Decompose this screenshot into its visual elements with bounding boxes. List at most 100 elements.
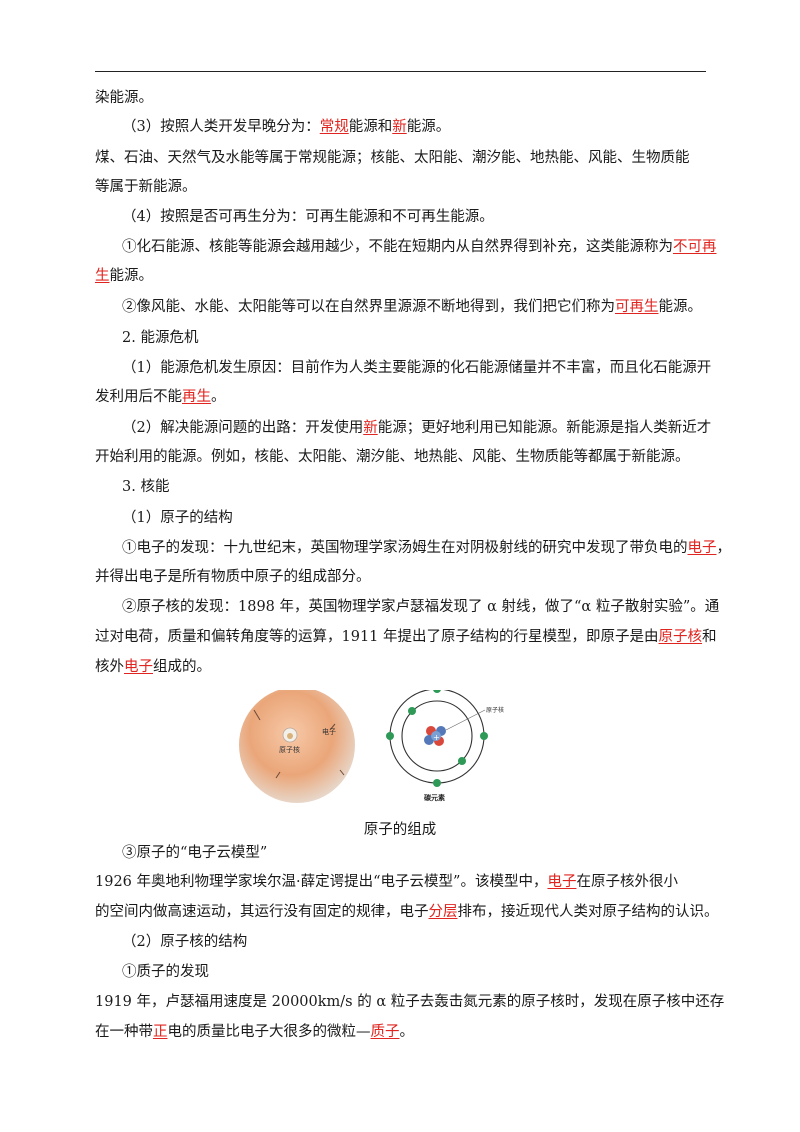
text-segment: （4）按照是否可再生分为：可再生能源和不可再生能源。 bbox=[122, 209, 494, 225]
header-rule bbox=[95, 71, 706, 72]
answer-highlight: 质子 bbox=[370, 1024, 400, 1040]
electron bbox=[386, 732, 394, 740]
text-segment: 煤、石油、天然气及水能等属于常规能源；核能、太阳能、潮汐能、地热能、风能、生物质… bbox=[95, 150, 690, 166]
answer-highlight: 新 bbox=[363, 420, 378, 436]
text-segment: 开始利用的能源。例如，核能、太阳能、潮汐能、地热能、风能、生物质能等都属于新能源… bbox=[95, 449, 690, 465]
electron-trail-3 bbox=[275, 771, 281, 779]
text-segment: 电的质量比电子大很多的微粒— bbox=[167, 1024, 371, 1040]
text-segment: ①化石能源、核能等能源会越用越少，不能在短期内从自然界得到补充，这类能源称为 bbox=[122, 239, 673, 255]
text-segment: （3）按照人类开发早晚分为： bbox=[122, 119, 320, 135]
electron bbox=[433, 779, 441, 787]
carbon-atom-model: + 原子核 碳元素 bbox=[386, 690, 504, 802]
nucleus-core bbox=[287, 733, 293, 739]
electron bbox=[433, 690, 441, 693]
text-line: 染能源。 bbox=[95, 88, 153, 108]
atom-figure: 电子 原子核 + 原子核 碳元素 bbox=[239, 690, 504, 803]
text-segment: 。 bbox=[399, 1024, 415, 1040]
answer-highlight: 新 bbox=[392, 119, 407, 135]
text-line: ③原子的“电子云模型” bbox=[122, 843, 267, 863]
text-line: 煤、石油、天然气及水能等属于常规能源；核能、太阳能、潮汐能、地热能、风能、生物质… bbox=[95, 148, 690, 168]
text-line: 并得出电子是所有物质中原子的组成部分。 bbox=[95, 567, 371, 587]
electron bbox=[408, 707, 416, 715]
text-line: （4）按照是否可再生分为：可再生能源和不可再生能源。 bbox=[122, 207, 494, 227]
text-segment: （1）原子的结构 bbox=[122, 510, 233, 526]
answer-highlight: 电子 bbox=[124, 659, 153, 675]
text-segment: 能源。 bbox=[109, 268, 154, 284]
text-segment: 能源。 bbox=[658, 299, 703, 315]
text-line: （1）能源危机发生原因：目前作为人类主要能源的化石能源储量并不丰富，而且化石能源… bbox=[122, 358, 711, 378]
text-segment: （1）能源危机发生原因：目前作为人类主要能源的化石能源储量并不丰富，而且化石能源… bbox=[122, 360, 712, 376]
label-electron: 电子 bbox=[322, 727, 336, 736]
text-segment: （2）原子核的结构 bbox=[122, 934, 248, 950]
text-segment: 能源和 bbox=[348, 119, 393, 135]
text-segment: 过对电荷，质量和偏转角度等的运算，1911 年提出了原子结构的行星模型，即原子是… bbox=[95, 629, 659, 645]
text-segment: 在一种带 bbox=[95, 1024, 153, 1040]
nucleus-pointer bbox=[445, 709, 486, 731]
text-line: 等属于新能源。 bbox=[95, 177, 197, 197]
label-nucleus: 原子核 bbox=[279, 745, 300, 754]
text-segment: 能源；更好地利用已知能源。新能源是指人类新近才 bbox=[377, 420, 712, 436]
text-line: 过对电荷，质量和偏转角度等的运算，1911 年提出了原子结构的行星模型，即原子是… bbox=[95, 627, 717, 647]
text-segment: （2）解决能源问题的出路：开发使用 bbox=[122, 420, 364, 436]
text-segment: 等属于新能源。 bbox=[95, 179, 197, 195]
text-line: ②原子核的发现：1898 年，英国物理学家卢瑟福发现了 α 射线，做了“α 粒子… bbox=[122, 597, 719, 617]
label-carbon: 碳元素 bbox=[424, 793, 445, 802]
text-segment: ②原子核的发现：1898 年，英国物理学家卢瑟福发现了 α 射线，做了“α 粒子… bbox=[122, 599, 720, 615]
orbit-inner bbox=[401, 700, 473, 772]
figure-caption: 原子的组成 bbox=[363, 822, 437, 838]
text-line: 2. 能源危机 bbox=[122, 328, 198, 348]
text-segment: 1926 年奥地利物理学家埃尔温·薛定谔提出“电子云模型”。该模型中， bbox=[95, 874, 548, 890]
text-line: （2）解决能源问题的出路：开发使用新能源；更好地利用已知能源。新能源是指人类新近… bbox=[122, 418, 711, 438]
text-segment: ②像风能、水能、太阳能等可以在自然界里源源不断地得到，我们把它们称为 bbox=[122, 299, 615, 315]
electron-trail-2 bbox=[329, 723, 336, 731]
text-line: 生能源。 bbox=[95, 266, 153, 286]
text-line: 1919 年，卢瑟福用速度是 20000km/s 的 α 粒子去轰击氮元素的原子… bbox=[95, 992, 724, 1012]
text-segment: 能源。 bbox=[406, 119, 451, 135]
text-line: ①电子的发现：十九世纪末，英国物理学家汤姆生在对阴极射线的研究中发现了带负电的电… bbox=[122, 538, 731, 558]
text-segment: 发利用后不能 bbox=[95, 389, 182, 405]
proton bbox=[431, 731, 441, 741]
answer-highlight: 电子 bbox=[547, 874, 577, 890]
text-line: 开始利用的能源。例如，核能、太阳能、潮汐能、地热能、风能、生物质能等都属于新能源… bbox=[95, 447, 690, 467]
text-segment: 。 bbox=[211, 389, 226, 405]
electron-trail-1 bbox=[253, 709, 261, 721]
text-segment: 和 bbox=[702, 629, 717, 645]
answer-highlight: 生 bbox=[95, 268, 110, 284]
electrons bbox=[386, 690, 488, 787]
text-line: ①质子的发现 bbox=[122, 962, 209, 982]
text-segment: ③原子的“电子云模型” bbox=[122, 845, 268, 861]
text-line: ②像风能、水能、太阳能等可以在自然界里源源不断地得到，我们把它们称为可再生能源。 bbox=[122, 297, 702, 317]
text-line: 在一种带正电的质量比电子大很多的微粒—质子。 bbox=[95, 1022, 414, 1042]
text-segment: ①电子的发现：十九世纪末，英国物理学家汤姆生在对阴极射线的研究中发现了带负电的 bbox=[122, 540, 688, 556]
text-line: （1）原子的结构 bbox=[122, 508, 233, 528]
answer-highlight: 原子核 bbox=[658, 629, 703, 645]
text-segment: 组成的。 bbox=[153, 659, 211, 675]
text-segment: 2. 能源危机 bbox=[122, 330, 199, 346]
electron bbox=[480, 732, 488, 740]
text-segment: ①质子的发现 bbox=[122, 964, 209, 980]
text-segment: 染能源。 bbox=[95, 90, 153, 106]
electron-cloud bbox=[239, 690, 355, 803]
text-line: 的空间内做高速运动，其运行没有固定的规律，电子分层排布，接近现代人类对原子结构的… bbox=[95, 902, 719, 922]
answer-highlight: 不可再 bbox=[673, 239, 717, 255]
plus-sign: + bbox=[433, 733, 440, 742]
text-line: （3）按照人类开发早晚分为：常规能源和新能源。 bbox=[122, 117, 450, 137]
electron bbox=[458, 757, 466, 765]
answer-highlight: 电子 bbox=[687, 540, 717, 556]
text-segment: ， bbox=[716, 540, 732, 556]
text-segment: 1919 年，卢瑟福用速度是 20000km/s 的 α 粒子去轰击氮元素的原子… bbox=[95, 994, 725, 1010]
text-segment: 在原子核外很小 bbox=[576, 874, 678, 890]
text-line: 发利用后不能再生。 bbox=[95, 387, 226, 407]
answer-highlight: 再生 bbox=[182, 389, 211, 405]
electron-trail-4 bbox=[339, 769, 345, 776]
electron-cloud-model: 电子 原子核 bbox=[239, 690, 355, 803]
label-nucleus-pointer: 原子核 bbox=[486, 706, 504, 714]
text-line: ①化石能源、核能等能源会越用越少，不能在短期内从自然界得到补充，这类能源称为不可… bbox=[122, 237, 717, 257]
answer-highlight: 可再生 bbox=[615, 299, 659, 315]
answer-highlight: 分层 bbox=[428, 904, 458, 920]
answer-highlight: 正 bbox=[153, 1024, 168, 1040]
text-line: （2）原子核的结构 bbox=[122, 932, 247, 952]
text-segment: 的空间内做高速运动，其运行没有固定的规律，电子 bbox=[95, 904, 429, 920]
text-line: 核外电子组成的。 bbox=[95, 657, 211, 677]
text-segment: 并得出电子是所有物质中原子的组成部分。 bbox=[95, 569, 371, 585]
